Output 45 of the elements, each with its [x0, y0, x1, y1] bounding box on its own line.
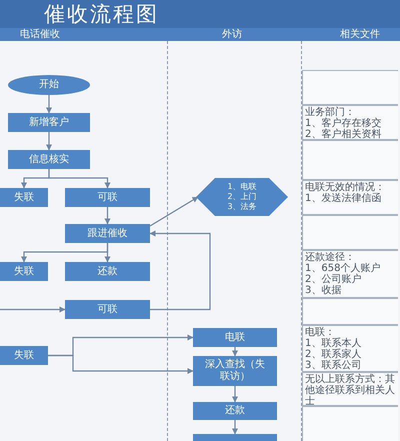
process-box: 深入查找（失联访）	[193, 356, 277, 386]
process-box: 可联	[65, 300, 150, 319]
node-text: 1、电联 2、上门 3、法务	[226, 182, 258, 212]
arrow	[150, 196, 198, 227]
arrow	[232, 347, 238, 356]
note-text: 业务部门：	[305, 107, 356, 118]
arrow	[150, 230, 211, 310]
arrow	[104, 243, 110, 262]
note-text: 1、发送法律信函	[305, 193, 382, 204]
start-terminal: 开始	[8, 75, 90, 95]
diagram-title: 催收流程图	[44, 2, 159, 26]
process-box: 还款	[65, 262, 150, 281]
note-text: 2、客户相关资料	[305, 129, 382, 140]
note-text: 2、公司账户	[305, 274, 362, 285]
column-header: 相关文件	[340, 28, 380, 41]
arrow	[46, 95, 52, 114]
process-box: 失联	[0, 346, 48, 365]
arrow	[232, 386, 238, 402]
note-text: 1、联系本人	[305, 338, 362, 349]
arrow	[48, 169, 110, 188]
arrow	[104, 207, 110, 224]
note-text: 1、客户存在移交	[305, 118, 382, 129]
process-box: 失联	[0, 188, 48, 207]
process-box: 电联	[193, 328, 277, 347]
arrow	[48, 354, 194, 374]
note-text: 还款途径：	[305, 252, 356, 263]
process-box: 可联	[65, 188, 150, 207]
arrow	[46, 132, 52, 150]
process-box: 信息核实	[8, 150, 90, 169]
note-text: 电联无效的情况：	[305, 182, 386, 193]
process-box: 新增客户	[8, 113, 90, 132]
column-header: 电话催收	[20, 28, 60, 41]
process-box: 还款	[193, 402, 277, 420]
note-text: 电联：	[305, 327, 335, 338]
process-box: 跟进催收	[65, 224, 150, 243]
note-text: 1、658个人账户	[305, 263, 382, 274]
column-header: 外访	[222, 28, 242, 41]
arrow	[232, 420, 238, 434]
note-text: 无以上联系方式：其他途径联系到相关人士	[305, 374, 396, 407]
note-text: 3、收据	[305, 285, 342, 296]
process-box: 失联	[0, 262, 48, 281]
note-text: 2、联系家人	[305, 349, 362, 360]
process-box	[193, 434, 277, 441]
arrow	[0, 306, 66, 312]
note-text: 3、联系公司	[305, 360, 362, 371]
